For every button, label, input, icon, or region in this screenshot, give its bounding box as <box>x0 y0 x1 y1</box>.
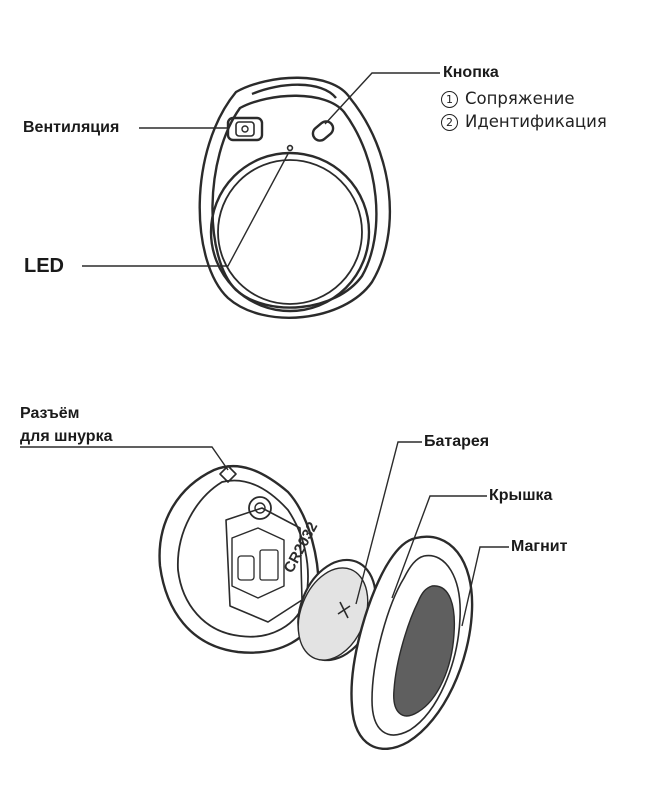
item-text-identification: Идентификация <box>465 112 607 131</box>
assembled-tag <box>198 76 392 319</box>
led-leader <box>82 151 290 267</box>
battery-label: Батарея <box>424 433 490 450</box>
button-label: Кнопка <box>443 64 499 81</box>
led-label: LED <box>24 255 64 277</box>
battery-leader <box>355 441 422 605</box>
cover-label: Крышка <box>489 487 553 504</box>
battery <box>297 558 377 662</box>
cover-leader <box>391 495 487 599</box>
item-number-1: 1 <box>441 91 458 108</box>
lanyard-leader <box>20 446 229 471</box>
housing <box>158 464 320 654</box>
tag-top-plateau <box>251 83 337 99</box>
vent-slot <box>226 116 264 142</box>
magnet-shape <box>393 585 456 717</box>
lanyard-label-line2: для шнурка <box>20 428 113 445</box>
button-item-pairing: 1 Сопряжение <box>441 88 574 110</box>
magnet-label: Магнит <box>511 538 568 555</box>
tag-body-inner <box>211 94 378 309</box>
cover <box>350 535 474 751</box>
item-text-pairing: Сопряжение <box>465 89 575 108</box>
button-item-identification: 2 Идентификация <box>441 111 607 133</box>
button-slot <box>311 120 335 142</box>
lanyard-label-line1: Разъём <box>20 405 80 422</box>
button-leader <box>324 72 440 125</box>
item-number-2: 2 <box>441 114 458 131</box>
vent-label: Вентиляция <box>23 119 120 136</box>
magnet-leader <box>461 546 509 627</box>
tag-body-outer <box>198 76 392 319</box>
tag-ring-outer <box>209 151 371 313</box>
led-dot <box>286 144 294 152</box>
tag-ring-inner <box>217 159 363 305</box>
